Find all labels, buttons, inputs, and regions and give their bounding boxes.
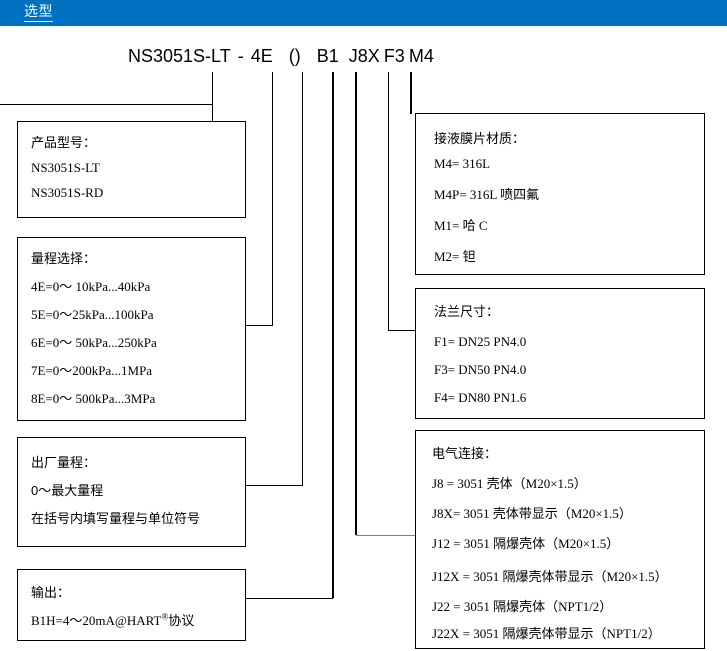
- registered-trademark-icon: ®: [161, 611, 169, 622]
- box-electrical-connection-title: 电气连接：: [432, 446, 498, 461]
- box-factory-range: 出厂量程： 0～最大量程 在括号内填写量程与单位符号: [17, 437, 246, 547]
- box-product-model-line-1: NS3051S-RD: [31, 185, 104, 200]
- header-bar: [0, 0, 727, 26]
- connector-factory-range-vertical: [302, 72, 303, 485]
- box-factory-range-line-1: 在括号内填写量程与单位符号: [31, 511, 201, 526]
- box-range-selection: 量程选择： 4E=0～ 10kPa...40kPa 5E=0～25kPa...1…: [17, 237, 246, 421]
- box-flange-size-line-2: F4= DN80 PN1.6: [434, 390, 527, 405]
- connector-flange-vertical: [388, 72, 389, 331]
- connector-electrical-horizontal: [356, 535, 415, 536]
- page-title: 选型: [24, 3, 53, 22]
- box-electrical-connection: 电气连接： J8 = 3051 壳体（M20×1.5） J8X= 3051 壳体…: [415, 430, 705, 649]
- box-output-title: 输出：: [31, 585, 71, 600]
- box-flange-size-title: 法兰尺寸：: [434, 304, 500, 319]
- model-code-segment-range: 4E: [250, 46, 273, 66]
- box-range-selection-line-2: 6E=0～ 50kPa...250kPa: [31, 335, 157, 350]
- box-factory-range-line-0: 0～最大量程: [31, 483, 104, 498]
- model-code-segment-flange: F3: [383, 46, 405, 66]
- box-range-selection-line-0: 4E=0～ 10kPa...40kPa: [31, 279, 151, 294]
- connector-output-vertical: [332, 72, 334, 598]
- box-output-line-prefix: B1H=4～20mA@HART: [31, 613, 162, 628]
- connector-flange-horizontal: [388, 330, 417, 331]
- box-range-selection-line-1: 5E=0～25kPa...100kPa: [31, 307, 154, 322]
- model-code-segment-dash: -: [237, 46, 244, 66]
- box-product-model-line-0: NS3051S-LT: [31, 160, 100, 175]
- connector-product-vertical: [212, 72, 213, 104]
- box-diaphragm-material: 接液膜片材质： M4= 316L M4P= 316L 喷四氟 M1= 哈 C M…: [415, 113, 705, 275]
- box-diaphragm-material-line-3: M2= 钽: [434, 249, 476, 264]
- box-factory-range-title: 出厂量程：: [31, 455, 97, 470]
- box-product-model-title: 产品型号：: [31, 135, 97, 150]
- box-product-model: 产品型号： NS3051S-LT NS3051S-RD: [17, 121, 246, 218]
- connector-output-horizontal: [234, 598, 333, 599]
- box-output: 输出： B1H=4～20mA@HART®协议: [17, 569, 246, 641]
- box-diaphragm-material-line-2: M1= 哈 C: [434, 218, 488, 233]
- box-flange-size-line-1: F3= DN50 PN4.0: [434, 362, 527, 377]
- box-range-selection-line-3: 7E=0～200kPa...1MPa: [31, 363, 153, 378]
- model-code-segment-factory-range: (): [288, 46, 301, 66]
- box-diaphragm-material-line-1: M4P= 316L 喷四氟: [434, 187, 540, 202]
- box-diaphragm-material-title: 接液膜片材质：: [434, 131, 526, 146]
- box-flange-size: 法兰尺寸： F1= DN25 PN4.0 F3= DN50 PN4.0 F4= …: [415, 288, 705, 419]
- model-code-segment-product: NS3051S-LT: [128, 46, 231, 66]
- box-flange-size-line-0: F1= DN25 PN4.0: [434, 334, 527, 349]
- box-electrical-connection-line-3: J12X = 3051 隔爆壳体带显示（M20×1.5）: [432, 569, 668, 584]
- connector-range-horizontal: [234, 325, 273, 326]
- connector-product-horizontal: [0, 104, 213, 105]
- connector-factory-range-horizontal: [234, 485, 303, 486]
- model-code-segment-output: B1: [316, 46, 339, 66]
- connector-range-vertical: [272, 72, 273, 325]
- model-code-segment-electrical: J8X: [348, 46, 380, 66]
- box-range-selection-line-4: 8E=0～ 500kPa...3MPa: [31, 391, 156, 406]
- model-code-segment-material: M4: [408, 46, 434, 66]
- connector-electrical-vertical: [355, 72, 357, 535]
- box-electrical-connection-line-1: J8X= 3051 壳体带显示（M20×1.5）: [432, 506, 632, 521]
- box-electrical-connection-line-5: J22X = 3051 隔爆壳体带显示（NPT1/2）: [432, 626, 661, 641]
- box-electrical-connection-line-0: J8 = 3051 壳体（M20×1.5）: [432, 476, 587, 491]
- box-electrical-connection-line-4: J22 = 3051 隔爆壳体（NPT1/2）: [432, 599, 613, 614]
- box-electrical-connection-line-2: J12 = 3051 隔爆壳体（M20×1.5）: [432, 536, 620, 551]
- box-output-line-suffix: 协议: [168, 613, 195, 628]
- box-output-line-0: B1H=4～20mA@HART®协议: [31, 610, 239, 629]
- connector-material-vertical: [410, 72, 412, 114]
- box-diaphragm-material-line-0: M4= 316L: [434, 156, 491, 171]
- connector-product-box-edge: [212, 104, 213, 122]
- box-range-selection-title: 量程选择：: [31, 251, 97, 266]
